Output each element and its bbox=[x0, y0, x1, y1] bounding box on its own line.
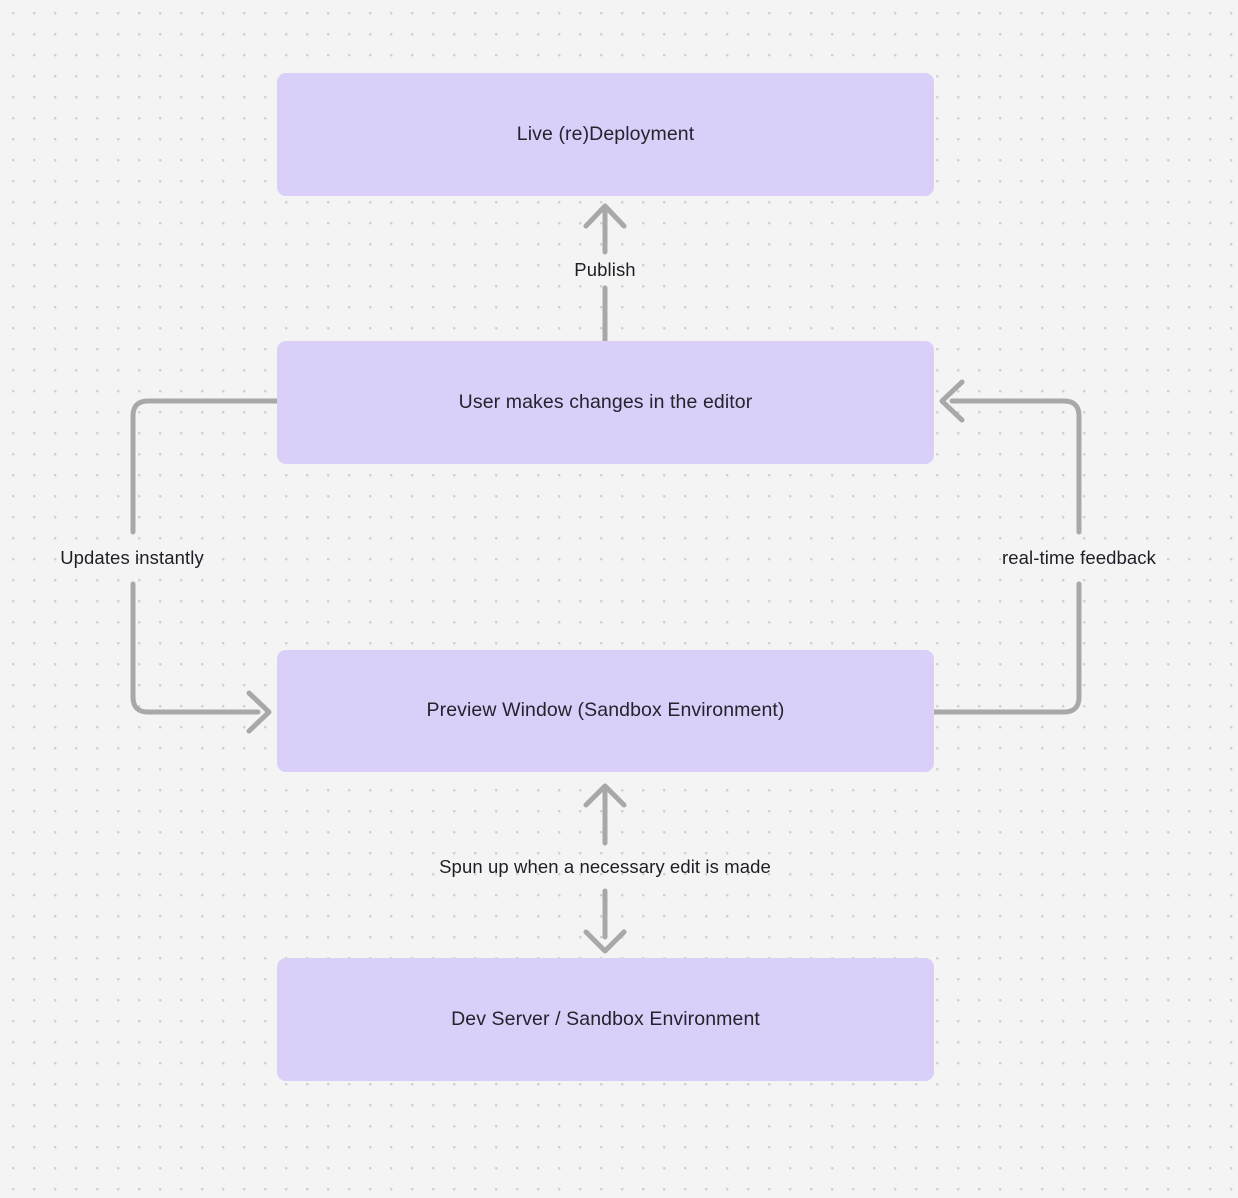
edge-label-publish: Publish bbox=[574, 259, 636, 280]
node-preview-window[interactable]: Preview Window (Sandbox Environment) bbox=[277, 650, 934, 772]
edge-feedback-path-lower bbox=[931, 581, 1082, 715]
edge-spunup-arrowhead-down-icon bbox=[583, 929, 627, 954]
edge-label-real-time-feedback: real-time feedback bbox=[1002, 547, 1156, 568]
node-user-makes-changes-label: User makes changes in the editor bbox=[458, 390, 753, 413]
edge-updates-arrowhead-right-icon bbox=[246, 690, 272, 734]
edge-spunup-arrowhead-up-icon bbox=[583, 783, 627, 808]
node-dev-server-label: Dev Server / Sandbox Environment bbox=[451, 1007, 760, 1030]
edge-updates-path-upper bbox=[130, 398, 280, 535]
edge-updates-path-lower bbox=[130, 581, 261, 715]
edge-label-updates-instantly: Updates instantly bbox=[60, 547, 204, 568]
node-live-redeployment[interactable]: Live (re)Deployment bbox=[277, 73, 934, 196]
node-live-redeployment-label: Live (re)Deployment bbox=[516, 122, 695, 145]
edge-label-spun-up: Spun up when a necessary edit is made bbox=[439, 856, 771, 877]
edge-publish-arrowhead-up-icon bbox=[583, 203, 627, 229]
node-preview-window-label: Preview Window (Sandbox Environment) bbox=[426, 699, 785, 722]
node-user-makes-changes[interactable]: User makes changes in the editor bbox=[277, 341, 934, 464]
node-dev-server[interactable]: Dev Server / Sandbox Environment bbox=[277, 958, 934, 1081]
edge-feedback-path-upper bbox=[949, 398, 1082, 535]
edge-feedback-arrowhead-left-icon bbox=[939, 379, 965, 423]
